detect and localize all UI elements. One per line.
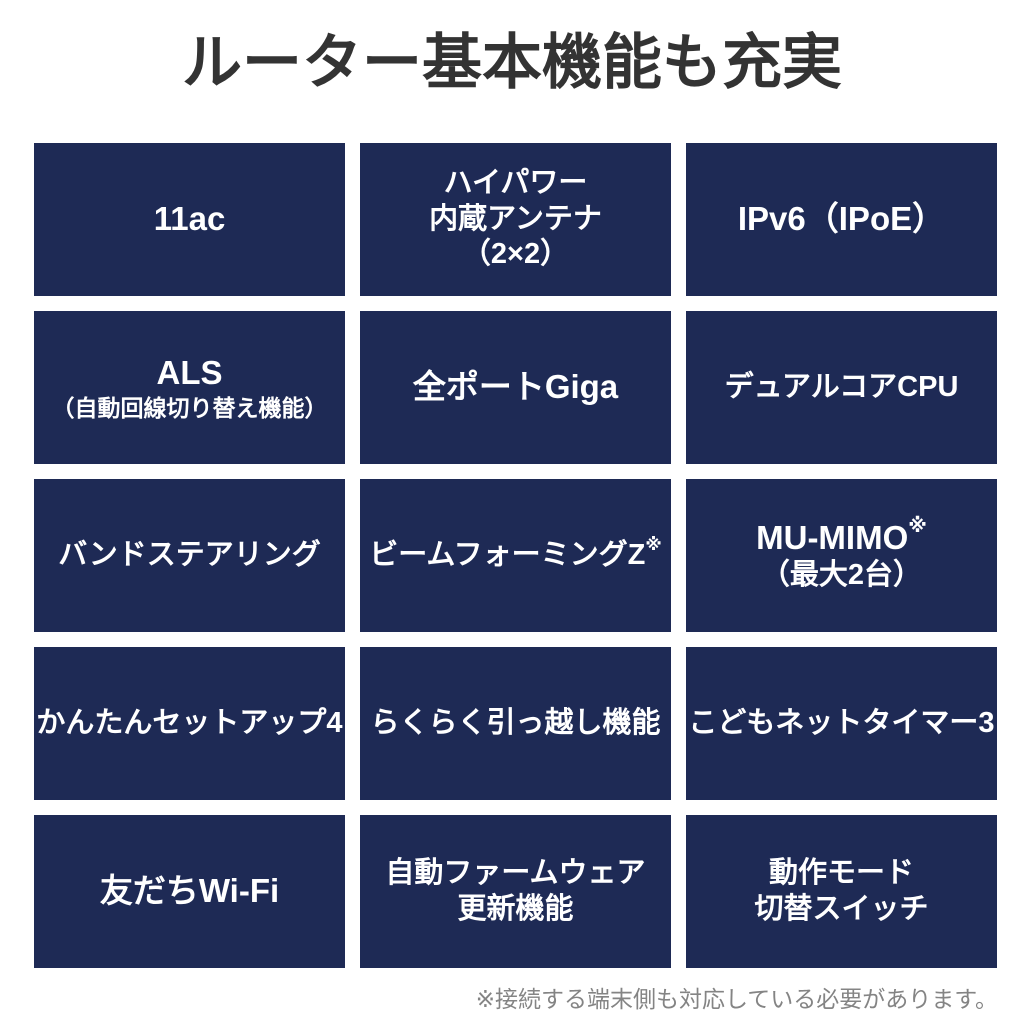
feature-cell-all-ports-giga: 全ポートGiga [360, 311, 671, 464]
page-title: ルーター基本機能も充実 [182, 29, 842, 96]
feature-label: こどもネットタイマー3 [688, 706, 995, 739]
feature-label: 更新機能 [457, 892, 574, 925]
feature-label: ビームフォーミングZ※ [369, 535, 662, 571]
feature-cell-mu-mimo: MU-MIMO※（最大2台） [686, 479, 997, 632]
feature-cell-auto-firmware-update: 自動ファームウェア更新機能 [360, 815, 671, 968]
feature-cell-band-steering: バンドステアリング [34, 479, 345, 632]
feature-cell-kids-net-timer-3: こどもネットタイマー3 [686, 647, 997, 800]
feature-cell-als: ALS（自動回線切り替え機能） [34, 311, 345, 464]
feature-label: 全ポートGiga [412, 368, 619, 406]
feature-label: 友だちWi-Fi [99, 872, 280, 910]
feature-cell-easy-move-function: らくらく引っ越し機能 [360, 647, 671, 800]
feature-cell-high-power-antenna: ハイパワー内蔵アンテナ（2×2） [360, 143, 671, 296]
feature-label: （最大2台） [760, 558, 923, 591]
footnote-text: ※接続する端末側も対応している必要があります。 [475, 986, 998, 1012]
feature-cell-beamforming-z: ビームフォーミングZ※ [360, 479, 671, 632]
feature-label: ハイパワー [443, 167, 588, 200]
feature-label: （2×2） [461, 238, 570, 271]
feature-label: らくらく引っ越し機能 [370, 706, 661, 739]
feature-cell-mode-switch: 動作モード切替スイッチ [686, 815, 997, 968]
footnote-marker: ※ [908, 515, 927, 537]
footnote-marker: ※ [645, 535, 662, 555]
feature-label: 11ac [153, 200, 226, 238]
feature-cell-ipv6-ipoe: IPv6（IPoE） [686, 143, 997, 296]
feature-label: IPv6（IPoE） [737, 200, 946, 238]
feature-label: デュアルコアCPU [724, 370, 959, 403]
feature-label: バンドステアリング [58, 538, 321, 571]
feature-label: （自動回線切り替え機能） [51, 394, 328, 421]
feature-cell-easy-setup-4: かんたんセットアップ4 [34, 647, 345, 800]
feature-cell-11ac: 11ac [34, 143, 345, 296]
feature-label: 切替スイッチ [754, 892, 929, 925]
feature-grid: 11ac ハイパワー内蔵アンテナ（2×2） IPv6（IPoE） ALS（自動回線切り… [34, 143, 997, 968]
feature-label: 自動ファームウェア [385, 857, 646, 890]
feature-cell-friends-wifi: 友だちWi-Fi [34, 815, 345, 968]
feature-label: かんたんセットアップ4 [36, 706, 343, 739]
feature-label: ALS [156, 354, 223, 392]
feature-label: 内蔵アンテナ [429, 202, 602, 235]
feature-label: 動作モード [768, 857, 914, 890]
feature-label: MU-MIMO※ [756, 515, 927, 556]
feature-cell-dual-core-cpu: デュアルコアCPU [686, 311, 997, 464]
